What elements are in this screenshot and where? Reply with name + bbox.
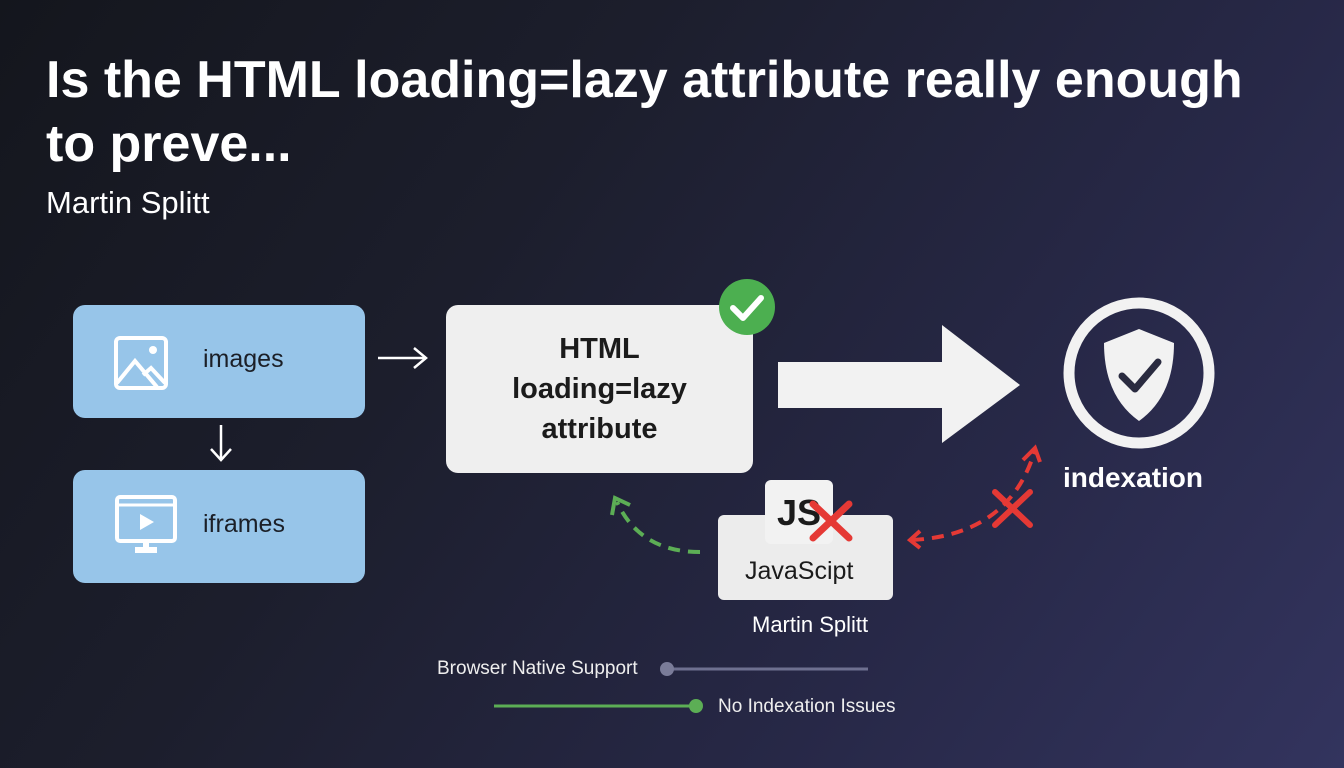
- legend-browser-support: Browser Native Support: [437, 658, 638, 679]
- legend-no-issues: No Indexation Issues: [718, 696, 896, 717]
- arrow-right-icon: [378, 347, 428, 369]
- no-issues-track: [494, 699, 703, 713]
- red-x-icon: [809, 500, 853, 542]
- javascript-label: JavaScipt: [745, 557, 854, 585]
- indexation-label: indexation: [1063, 462, 1204, 493]
- arrow-down-icon: [210, 425, 232, 462]
- center-line: loading=lazy: [512, 373, 687, 405]
- iframes-label: iframes: [203, 510, 285, 538]
- green-check-icon: [719, 279, 775, 335]
- video-monitor-icon: [115, 495, 177, 553]
- red-dashed-arrow: [906, 444, 1042, 550]
- iframes-box: iframes: [73, 470, 365, 583]
- center-line: HTML: [559, 333, 640, 365]
- author-name: Martin Splitt: [46, 185, 210, 220]
- image-icon: [114, 336, 168, 390]
- html-lazy-box: HTML loading=lazy attribute: [446, 305, 753, 473]
- center-line: attribute: [541, 413, 658, 445]
- images-box: images: [73, 305, 365, 418]
- browser-support-track: [660, 662, 868, 676]
- js-caption: Martin Splitt: [752, 612, 869, 637]
- shield-check-icon: [1063, 297, 1215, 449]
- js-tile: JS: [765, 480, 833, 544]
- slide-title: Is the HTML loading=lazy attribute reall…: [46, 51, 1243, 173]
- big-arrow-icon: [778, 325, 1020, 443]
- green-dashed-arrow: [610, 495, 701, 554]
- javascript-box: JavaScipt: [718, 515, 893, 600]
- red-x-icon: [992, 489, 1033, 528]
- images-label: images: [203, 345, 284, 373]
